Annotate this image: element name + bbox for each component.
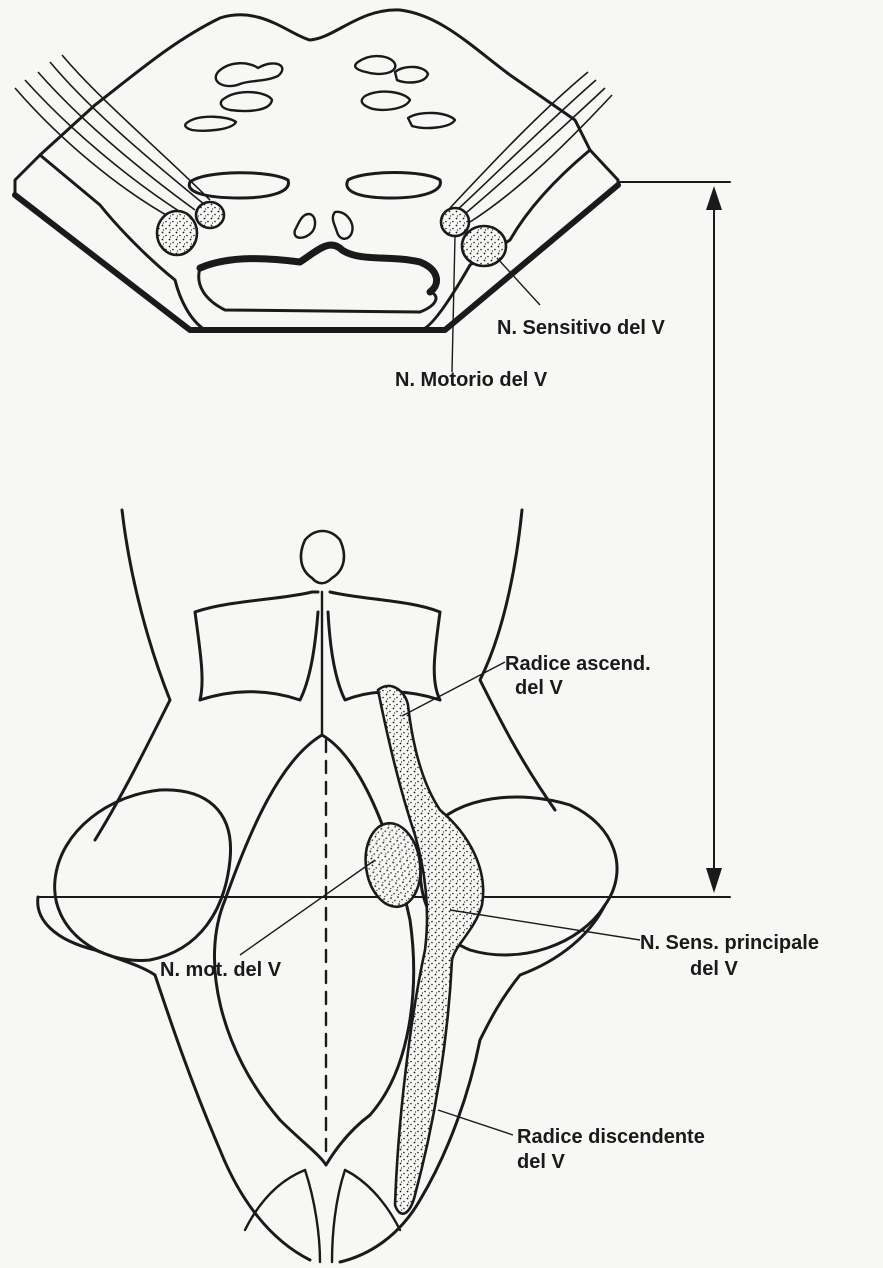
label-n-mot: N. mot. del V xyxy=(160,958,281,982)
inferior-outline-right xyxy=(340,905,605,1262)
label-radice-discendente-2: del V xyxy=(517,1150,565,1174)
fourth-ventricle-floor xyxy=(199,268,436,312)
leader-n-mot xyxy=(240,860,375,955)
obex xyxy=(305,1170,345,1262)
gracile-tubercle-left xyxy=(245,1170,305,1230)
leader-n-motorio xyxy=(452,236,455,372)
gracile-tubercle-right xyxy=(345,1170,400,1230)
pons-cross-section xyxy=(15,10,618,330)
motor-nucleus-right xyxy=(441,208,469,236)
label-n-sensitivo: N. Sensitivo del V xyxy=(497,316,665,340)
section-slab-edge xyxy=(15,185,618,330)
leader-radice-discendente xyxy=(438,1110,513,1135)
tegmental-nuclei xyxy=(185,56,455,131)
leader-radice-ascend xyxy=(402,662,505,716)
label-n-sens-principale-2: del V xyxy=(690,957,738,981)
motor-nucleus-left xyxy=(196,202,224,228)
label-radice-ascend-1: Radice ascend. xyxy=(505,652,651,676)
central-structure-left xyxy=(295,214,316,238)
level-arrowhead-bottom xyxy=(706,868,722,893)
trigeminal-fibres-left xyxy=(15,55,210,220)
leader-n-sens-principale xyxy=(450,910,640,940)
superior-peduncles xyxy=(195,592,440,700)
label-n-sens-principale-1: N. Sens. principale xyxy=(640,931,819,955)
fourth-ventricle xyxy=(200,245,437,292)
peduncle-inner-left xyxy=(200,612,318,700)
label-n-motorio: N. Motorio del V xyxy=(395,368,547,392)
aqueduct xyxy=(301,531,344,583)
level-arrowhead-top xyxy=(706,186,722,210)
sensory-nucleus-left xyxy=(157,211,197,255)
label-radice-discendente-1: Radice discendente xyxy=(517,1125,705,1149)
rhomboid-fossa xyxy=(214,735,413,1165)
central-structure-right xyxy=(333,212,353,239)
label-radice-ascend-2: del V xyxy=(515,676,563,700)
middle-cerebellar-peduncle-left xyxy=(55,790,231,961)
medial-lemniscus-right xyxy=(347,173,441,199)
